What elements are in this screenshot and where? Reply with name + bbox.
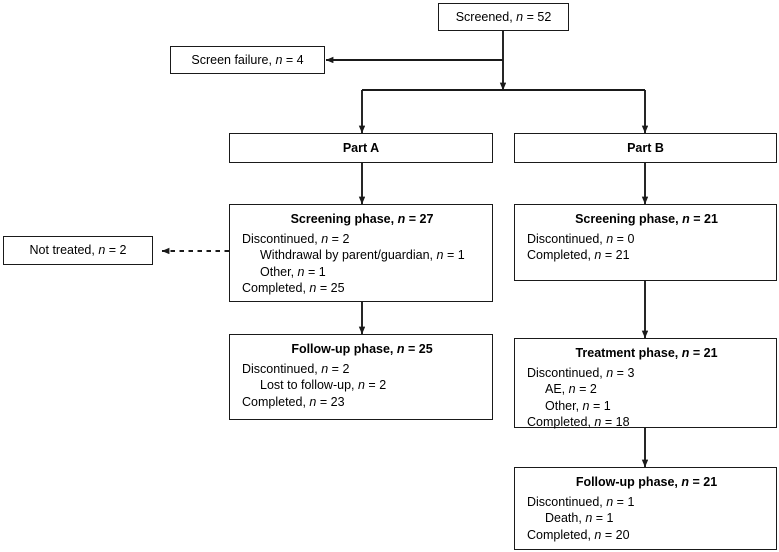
node-not-treated-label: Not treated, n = 2 <box>29 243 127 258</box>
part-b-screening-title: Screening phase, n = 21 <box>575 212 718 226</box>
list-item: Completed, n = 23 <box>242 394 345 409</box>
part-a-screening-title: Screening phase, n = 27 <box>290 212 434 226</box>
part-b-screening-body: Screening phase, n = 21 Discontinued, n … <box>515 205 776 270</box>
list-item: Discontinued, n = 1 <box>527 494 635 509</box>
list-item: Completed, n = 18 <box>527 415 630 429</box>
node-part-b-header: Part B <box>514 133 777 163</box>
n-italic: n <box>681 346 690 360</box>
part-a-followup-title: Follow-up phase, n = 25 <box>291 342 433 356</box>
n-italic: n <box>594 248 602 262</box>
n-italic: n <box>682 212 690 226</box>
node-part-a-header: Part A <box>229 133 493 163</box>
part-b-label: Part B <box>627 140 664 155</box>
list-item: Other, n = 1 <box>545 398 611 413</box>
n-italic: n <box>321 231 329 246</box>
node-part-b-screening: Screening phase, n = 21 Discontinued, n … <box>514 204 777 281</box>
n-italic: n <box>585 511 593 525</box>
list-item: Completed, n = 20 <box>527 527 630 542</box>
part-b-treatment-body: Treatment phase, n = 21 Discontinued, n … <box>515 339 776 437</box>
node-part-b-followup: Follow-up phase, n = 21 Discontinued, n … <box>514 467 777 550</box>
n-italic: n <box>297 264 305 279</box>
node-screened: Screened, n = 52 <box>438 3 569 31</box>
n-italic: n <box>582 398 590 413</box>
n-italic: n <box>606 365 614 380</box>
list-item: Discontinued, n = 2 <box>242 231 350 246</box>
list-item: Completed, n = 21 <box>527 248 630 262</box>
n-italic: n <box>681 475 690 489</box>
node-screen-failure: Screen failure, n = 4 <box>170 46 325 74</box>
part-b-followup-title: Follow-up phase, n = 21 <box>575 475 718 489</box>
n-italic: n <box>275 52 283 67</box>
part-b-followup-body: Follow-up phase, n = 21 Discontinued, n … <box>515 468 776 549</box>
n-italic: n <box>309 281 317 295</box>
n-italic: n <box>516 9 524 24</box>
part-b-treatment-title: Treatment phase, n = 21 <box>575 346 718 360</box>
list-item: Completed, n = 25 <box>242 281 345 295</box>
node-not-treated: Not treated, n = 2 <box>3 236 153 265</box>
n-italic: n <box>436 248 444 262</box>
part-a-label: Part A <box>342 140 380 155</box>
n-italic: n <box>321 361 329 376</box>
list-item: Discontinued, n = 2 <box>242 361 350 376</box>
part-a-followup-body: Follow-up phase, n = 25 Discontinued, n … <box>230 335 492 416</box>
list-item: Discontinued, n = 0 <box>527 231 635 246</box>
list-item: Withdrawal by parent/guardian, n = 1 <box>260 248 465 262</box>
n-italic: n <box>396 342 405 356</box>
node-part-a-followup: Follow-up phase, n = 25 Discontinued, n … <box>229 334 493 420</box>
node-part-b-treatment: Treatment phase, n = 21 Discontinued, n … <box>514 338 777 429</box>
list-item: Discontinued, n = 3 <box>527 365 635 380</box>
node-screen-failure-label: Screen failure, n = 4 <box>191 52 304 67</box>
n-italic: n <box>568 382 576 396</box>
list-item: AE, n = 2 <box>545 382 597 396</box>
n-italic: n <box>397 212 406 226</box>
n-italic: n <box>606 231 614 246</box>
n-italic: n <box>357 378 365 392</box>
n-italic: n <box>309 394 317 409</box>
list-item: Other, n = 1 <box>260 264 326 279</box>
part-a-screening-body: Screening phase, n = 27 Discontinued, n … <box>230 205 492 303</box>
n-italic: n <box>606 494 614 509</box>
list-item: Lost to follow-up, n = 2 <box>260 378 387 392</box>
list-item: Death, n = 1 <box>545 511 614 525</box>
n-italic: n <box>594 415 602 429</box>
node-screened-label: Screened, n = 52 <box>455 9 552 24</box>
node-part-a-screening: Screening phase, n = 27 Discontinued, n … <box>229 204 493 302</box>
n-italic: n <box>98 243 106 258</box>
n-italic: n <box>594 527 602 542</box>
